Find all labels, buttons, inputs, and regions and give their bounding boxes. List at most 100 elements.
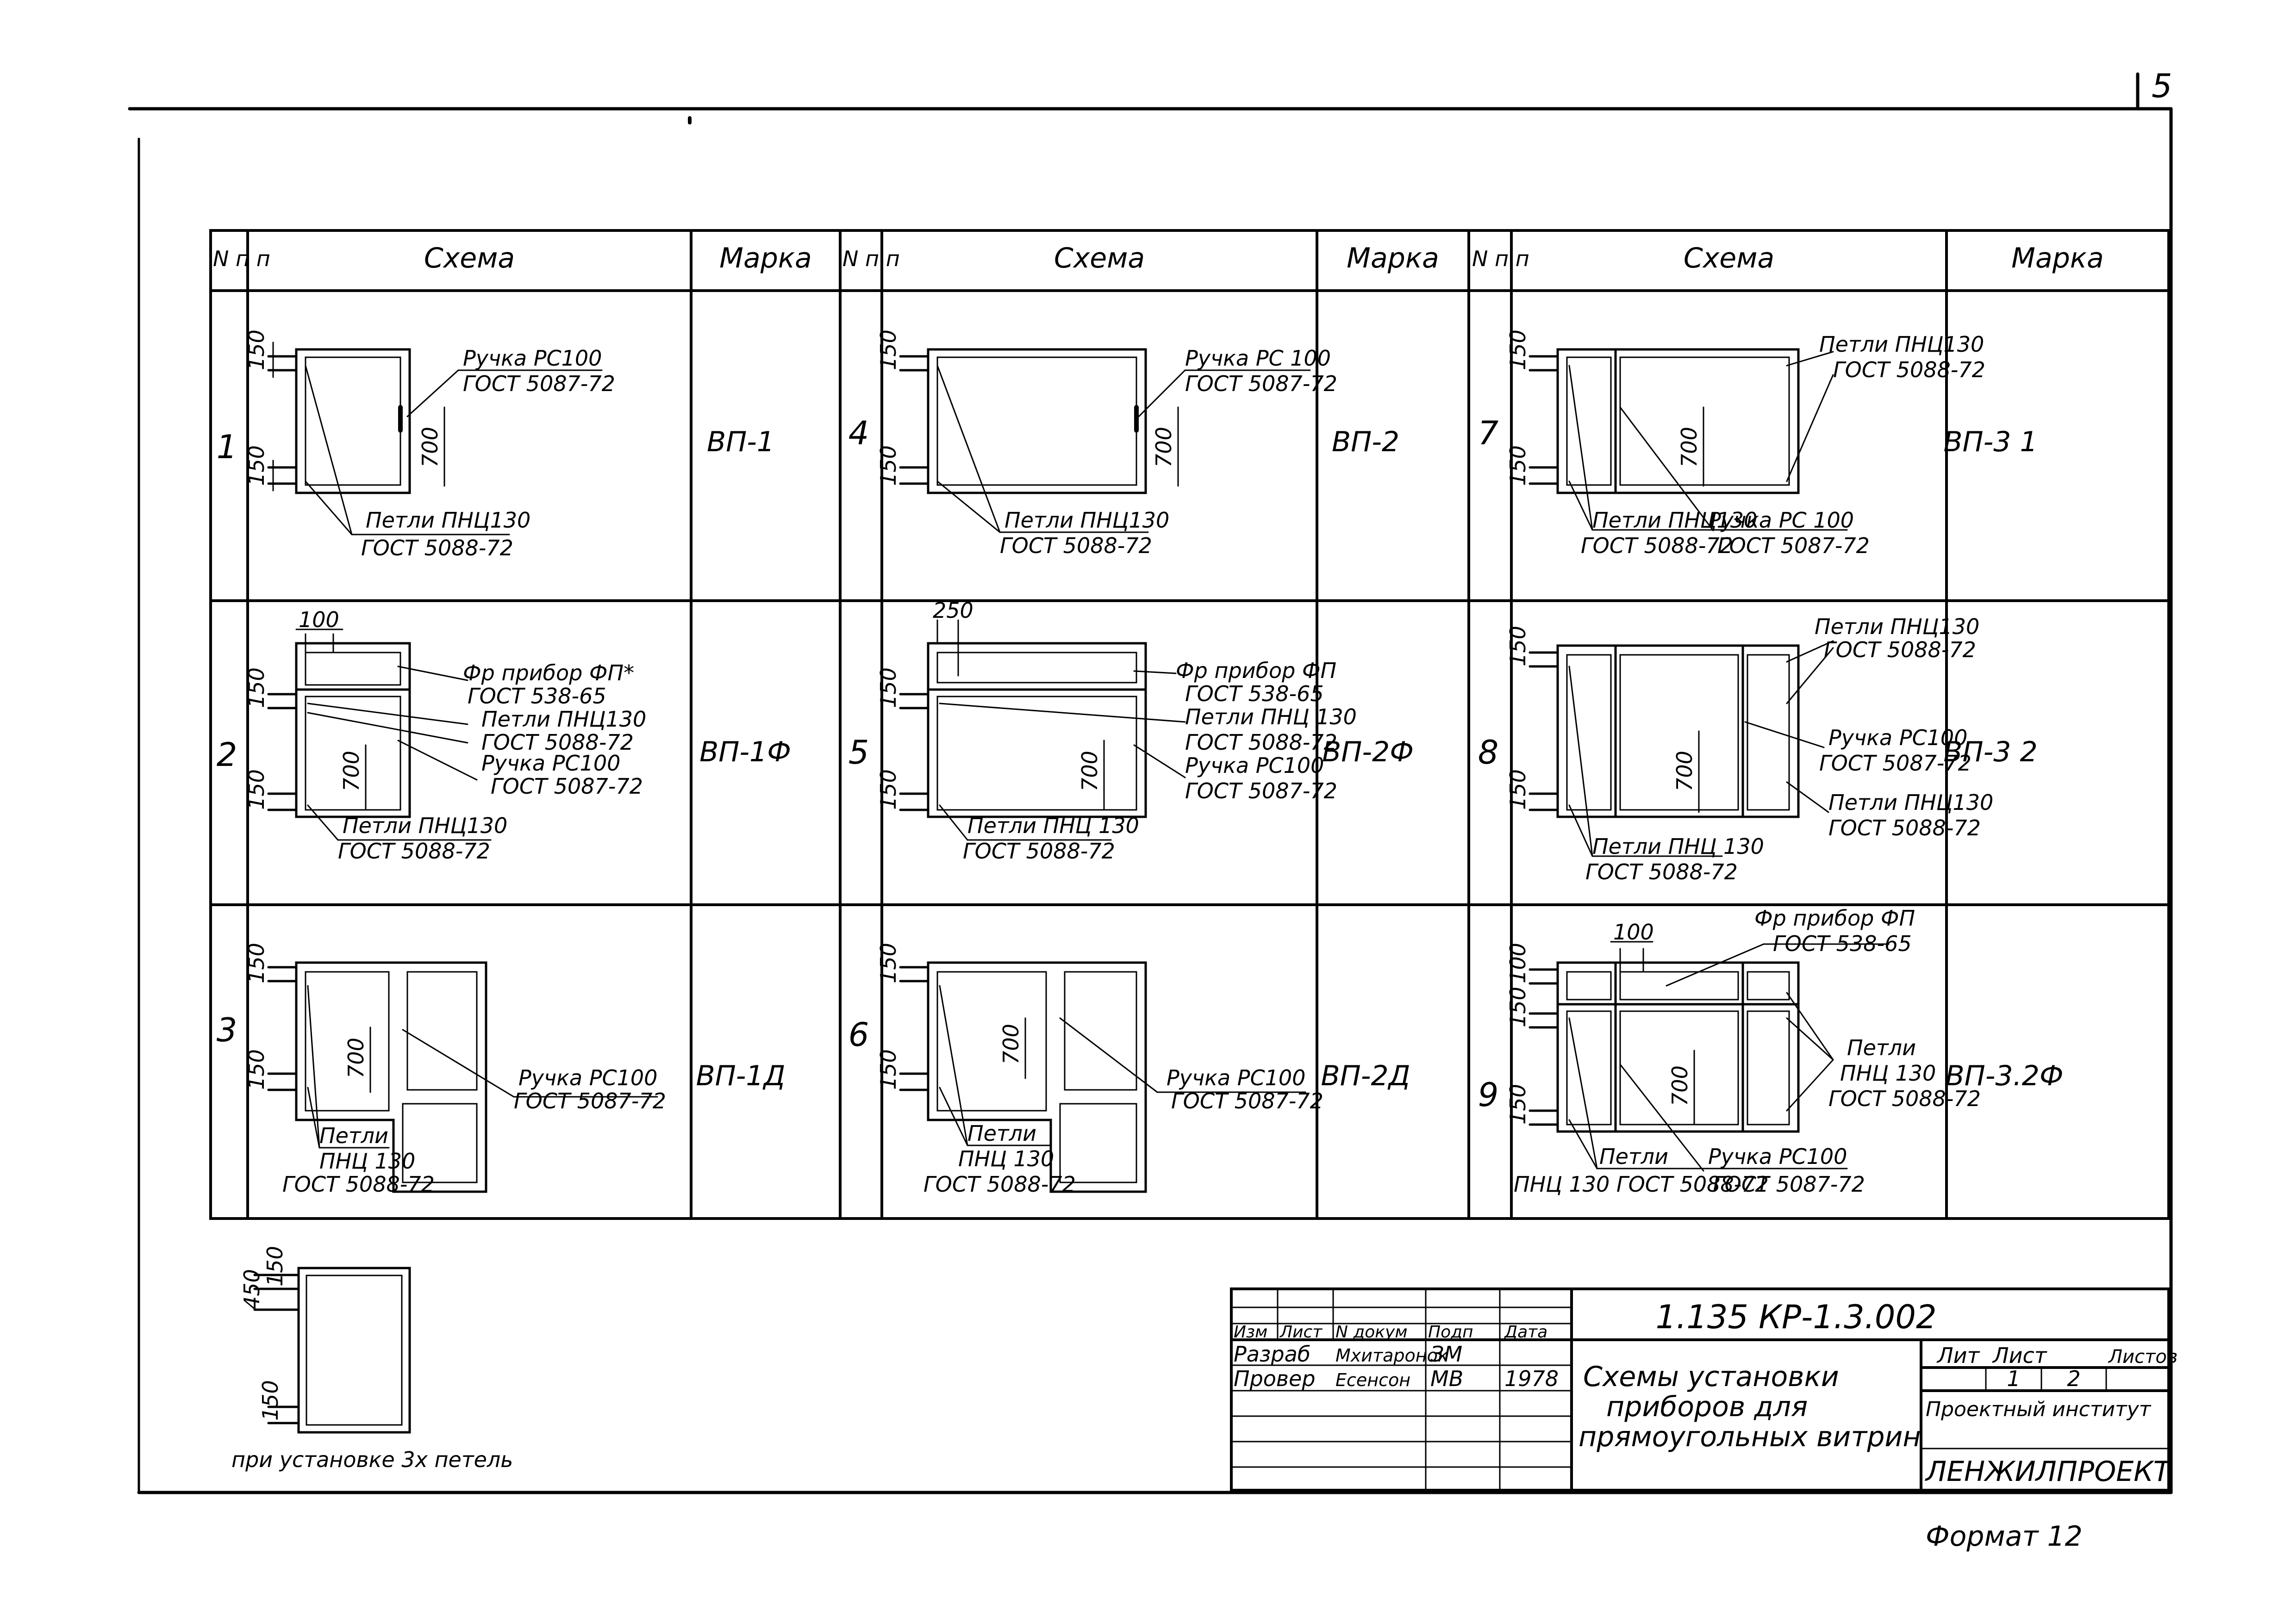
- note: ГОСТ 538-65: [468, 684, 606, 709]
- dim-label: 150: [1505, 769, 1530, 810]
- note: ГОСТ 5088-72: [481, 730, 634, 755]
- dim-label: 150: [262, 1246, 287, 1287]
- note: Ручка РС100: [481, 751, 620, 776]
- dim-label: 100: [1613, 920, 1654, 945]
- note: ГОСТ 5087-72: [463, 371, 615, 396]
- dim-label: 150: [1505, 445, 1530, 486]
- header-mark-1: Марка: [719, 242, 812, 274]
- note: ГОСТ 5088-72: [963, 839, 1115, 864]
- th-ndoc: N докум: [1335, 1323, 1408, 1342]
- table-grid: [209, 229, 2170, 1220]
- note: ГОСТ 5088-72: [1185, 730, 1337, 755]
- table-header: N п п Схема Марка N п п Схема Марка N п …: [213, 242, 2104, 274]
- note: Петли: [967, 1121, 1036, 1146]
- scheme-2: [267, 628, 492, 841]
- dim-label: 700: [1151, 427, 1176, 467]
- scheme-1: [267, 342, 603, 535]
- row-numbers: 1 2 3 4 5 6 7 8 9: [217, 414, 1499, 1114]
- header-scheme-2: Схема: [1054, 242, 1145, 274]
- mark-9: ВП-3.2Ф: [1946, 1060, 2064, 1092]
- mark-5: ВП-2Ф: [1322, 736, 1414, 768]
- th-podp: Подп: [1428, 1323, 1473, 1342]
- dim-label: 700: [998, 1024, 1023, 1064]
- note: Петли ПНЦ 130: [967, 813, 1139, 838]
- role-razrab: Разраб: [1234, 1342, 1310, 1367]
- note: Ручка РС 100: [1185, 346, 1331, 371]
- dim-label: 700: [1667, 1065, 1692, 1106]
- note: ГОСТ 5088-72: [1833, 357, 1985, 382]
- mark-8: ВП-3 2: [1943, 736, 2037, 768]
- org-line-1: Проектный институт: [1926, 1398, 2152, 1421]
- dim-label: 150: [1505, 330, 1530, 370]
- lit-header: Лит: [1936, 1343, 1980, 1368]
- mark-6: ВП-2Д: [1321, 1060, 1410, 1092]
- note: ГОСТ 5088-72: [338, 839, 490, 864]
- title-line-1: Схемы установки: [1583, 1361, 1839, 1393]
- marks: ВП-1 ВП-1Ф ВП-1Д ВП-2 ВП-2Ф ВП-2Д ВП-3 1…: [696, 426, 2064, 1092]
- note: ГОСТ 5088-72: [1581, 533, 1733, 558]
- dim-label: 150: [244, 445, 269, 486]
- note: ГОСТ 5088-72: [923, 1172, 1076, 1197]
- note: Петли ПНЦ130: [481, 707, 646, 732]
- note: Ручка РС100: [1828, 725, 1967, 750]
- dim-label: 150: [244, 1049, 269, 1090]
- note: ГОСТ 5088-72: [361, 535, 513, 560]
- note: ГОСТ 5088-72: [1000, 533, 1152, 558]
- note: Петли: [319, 1123, 388, 1148]
- extra-detail-labels: 450 150 150 при установке 3х петель: [231, 1246, 513, 1472]
- note: ГОСТ 5087-72: [1717, 533, 1870, 558]
- scheme-8-labels: 150 150 700 Петли ПНЦ130 ГОСТ 5088-72 Ру…: [1505, 614, 1993, 884]
- row-number-2: 2: [217, 736, 237, 774]
- note: ГОСТ 5087-72: [514, 1088, 666, 1113]
- sheet-header: Лист: [1992, 1343, 2047, 1368]
- extra-detail: [253, 1267, 411, 1434]
- mark-3: ВП-1Д: [696, 1060, 786, 1092]
- row-number-4: 4: [849, 414, 869, 452]
- dim-label: 250: [933, 598, 973, 623]
- doc-code: 1.135 КР-1.3.002: [1656, 1298, 1937, 1336]
- note: ГОСТ 5087-72: [1185, 778, 1337, 803]
- scheme-3-labels: 150 150 700 Ручка РС100 ГОСТ 5087-72 Пет…: [244, 943, 666, 1197]
- format-label: Формат 12: [1926, 1520, 2083, 1553]
- dim-label: 450: [239, 1269, 264, 1310]
- dim-label: 700: [1672, 751, 1697, 791]
- dim-label: 700: [418, 427, 443, 467]
- row-number-5: 5: [849, 734, 869, 771]
- note: Петли ПНЦ 130: [1592, 834, 1764, 859]
- org-line-2: ЛЕНЖИЛПРОЕКТ: [1925, 1455, 2172, 1488]
- dim-label: 150: [244, 330, 269, 370]
- row-number-9: 9: [1478, 1076, 1499, 1114]
- note: Петли ПНЦ130: [1004, 508, 1169, 533]
- row-number-6: 6: [849, 1016, 869, 1054]
- scheme-5-labels: 250 150 150 700 Фр прибор ФП ГОСТ 538-65…: [876, 598, 1357, 864]
- dim-label: 700: [1077, 751, 1102, 791]
- sheets-value: 2: [2067, 1366, 2080, 1391]
- th-izm: Изм: [1234, 1323, 1267, 1342]
- scheme-7-labels: 150 150 700 Петли ПНЦ130 ГОСТ 5088-72 Пе…: [1505, 330, 1985, 558]
- dim-label: 150: [876, 1049, 901, 1090]
- dim-label: 700: [343, 1038, 368, 1078]
- mark-2: ВП-1Ф: [699, 736, 791, 768]
- scheme-2-labels: 100 150 150 700 Фр прибор ФП* ГОСТ 538-6…: [244, 607, 646, 864]
- dim-label: 150: [244, 943, 269, 983]
- sign-razrab: ЗМ: [1430, 1342, 1462, 1367]
- sheet-frame: [128, 72, 2173, 1494]
- note: ГОСТ 5087-72: [1713, 1172, 1865, 1197]
- mark-7: ВП-3 1: [1943, 426, 2037, 458]
- row-number-8: 8: [1478, 734, 1499, 771]
- dim-label: 150: [1505, 1084, 1530, 1125]
- note: ГОСТ 5088-72: [282, 1172, 435, 1197]
- note: ГОСТ 5087-72: [491, 774, 643, 799]
- header-nn-2: N п п: [842, 246, 900, 271]
- note: ГОСТ 5087-72: [1185, 371, 1337, 396]
- header-scheme-3: Схема: [1684, 242, 1774, 274]
- note: ПНЦ 130: [1840, 1061, 1936, 1086]
- scheme-5: [899, 619, 1186, 841]
- dim-label: 150: [244, 667, 269, 708]
- note: ГОСТ 5088-72: [1828, 815, 1981, 840]
- note: ПНЦ 130: [319, 1149, 415, 1174]
- sheets-header: Листов: [2108, 1346, 2177, 1368]
- title-block-grid: [1230, 1287, 2170, 1492]
- dim-label: 100: [299, 607, 339, 632]
- scheme-4-labels: 150 150 700 Ручка РС 100 ГОСТ 5087-72 Пе…: [876, 330, 1337, 558]
